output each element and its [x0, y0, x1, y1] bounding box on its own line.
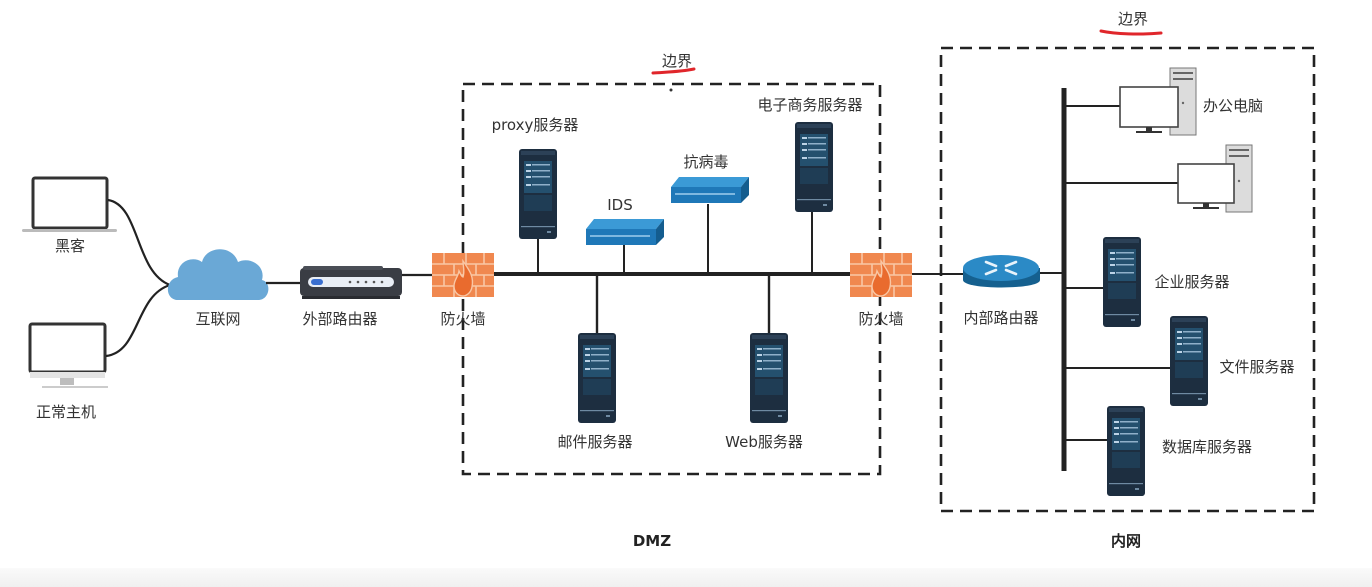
normal-host[interactable]: 正常主机 [28, 322, 108, 421]
proxy-server-label: proxy服务器 [492, 116, 579, 134]
normal-host-label: 正常主机 [36, 403, 96, 421]
laptop-icon [22, 176, 117, 232]
web-server[interactable]: Web服务器 [725, 333, 803, 451]
desktop-pc-icon [1119, 67, 1197, 136]
file-server-label: 文件服务器 [1219, 358, 1294, 376]
internet-cloud[interactable]: 互联网 [167, 249, 269, 328]
switch-appliance-icon [586, 219, 664, 245]
intranet-boundary-label: 边界 [1118, 10, 1148, 28]
server-icon [578, 333, 616, 423]
ecommerce-server-label: 电子商务服务器 [757, 96, 862, 114]
external-router[interactable]: 外部路由器 [300, 266, 402, 328]
switch-appliance-icon [671, 177, 749, 203]
internal-router-label: 内部路由器 [963, 309, 1038, 327]
ecommerce-server[interactable]: 电子商务服务器 [757, 96, 863, 212]
firewall-inner[interactable]: 防火墙 [849, 252, 913, 328]
desktop-monitor-icon [28, 322, 108, 388]
internet-label: 互联网 [195, 310, 240, 328]
firewall-outer[interactable]: 防火墙 [431, 252, 495, 328]
hacker-label: 黑客 [55, 237, 85, 255]
link-hacker-internet [107, 198, 171, 287]
server-icon [519, 149, 557, 239]
database-server-label: 数据库服务器 [1162, 438, 1252, 456]
antivirus-label: 抗病毒 [683, 153, 728, 171]
office-pc-label: 办公电脑 [1203, 97, 1263, 115]
external-router-label: 外部路由器 [302, 310, 377, 328]
server-icon [1170, 316, 1208, 406]
dmz-dot [669, 88, 673, 92]
server-icon [1103, 237, 1141, 327]
firewall-inner-label: 防火墙 [858, 310, 903, 328]
dmz-boundary-underline [651, 67, 696, 75]
firewall-icon [431, 252, 495, 298]
internal-router[interactable]: 内部路由器 [963, 255, 1040, 327]
intranet-boundary-underline [1099, 29, 1163, 36]
dmz-boundary-label: 边界 [662, 52, 692, 70]
desktop-pc-icon [1177, 144, 1253, 213]
firewall-outer-label: 防火墙 [440, 310, 485, 328]
ids-label: IDS [607, 196, 633, 214]
server-icon [795, 122, 833, 212]
ids-appliance[interactable]: IDS [586, 196, 664, 245]
web-server-label: Web服务器 [725, 433, 803, 451]
bottom-bar [0, 568, 1372, 587]
mail-server[interactable]: 邮件服务器 [557, 333, 633, 451]
server-icon [750, 333, 788, 423]
office-pc-2[interactable] [1177, 144, 1253, 213]
office-pc[interactable]: 办公电脑 [1119, 67, 1263, 136]
router-box-icon [300, 266, 402, 299]
router-icon [963, 255, 1040, 288]
file-server[interactable]: 文件服务器 [1170, 316, 1295, 406]
cloud-icon [167, 249, 269, 300]
antivirus-appliance[interactable]: 抗病毒 [671, 153, 749, 203]
server-icon [1107, 406, 1145, 496]
link-host-internet [105, 283, 171, 358]
enterprise-server-label: 企业服务器 [1154, 273, 1229, 291]
dmz-zone-label: DMZ [633, 532, 671, 550]
hacker-laptop[interactable]: 黑客 [22, 176, 117, 255]
proxy-server[interactable]: proxy服务器 [492, 116, 579, 239]
intranet-zone-label: 内网 [1111, 532, 1141, 550]
enterprise-server[interactable]: 企业服务器 [1103, 237, 1230, 327]
firewall-icon [849, 252, 913, 298]
mail-server-label: 邮件服务器 [557, 433, 632, 451]
database-server[interactable]: 数据库服务器 [1107, 406, 1252, 496]
